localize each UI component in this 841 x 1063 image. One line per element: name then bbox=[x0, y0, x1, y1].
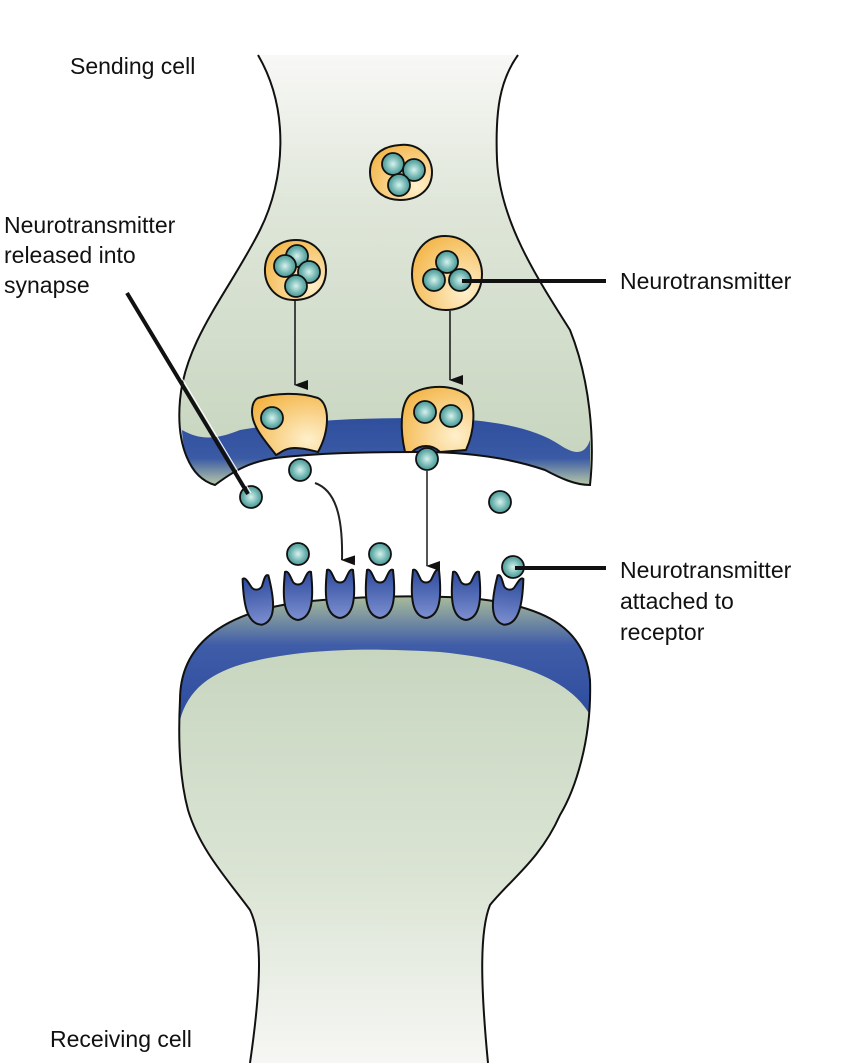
neurotransmitter-molecule bbox=[439, 404, 463, 428]
receptor bbox=[410, 568, 442, 620]
neurotransmitter-molecule bbox=[435, 250, 459, 274]
vesicle-top bbox=[368, 143, 434, 202]
sending-cell-body bbox=[179, 55, 592, 485]
label-neurotransmitter: Neurotransmitter bbox=[620, 268, 792, 294]
diffusion-arrow bbox=[314, 482, 356, 566]
leader-line-released-highlight bbox=[129, 291, 252, 494]
neurotransmitter-molecule bbox=[387, 173, 411, 197]
neurotransmitter-molecule bbox=[381, 152, 405, 176]
label-released-line2: released into bbox=[4, 242, 136, 268]
label-attached-line3: receptor bbox=[620, 619, 705, 645]
neurotransmitter-molecule bbox=[273, 254, 297, 278]
neurotransmitter-molecule bbox=[402, 158, 426, 182]
label-receiving-cell: Receiving cell bbox=[50, 1026, 192, 1052]
label-attached-line1: Neurotransmitter bbox=[620, 557, 792, 583]
receptors bbox=[241, 568, 525, 626]
label-sending-cell: Sending cell bbox=[70, 53, 195, 79]
neurotransmitter-molecule bbox=[288, 458, 312, 482]
postsynaptic-membrane bbox=[180, 596, 590, 720]
receptor bbox=[491, 574, 525, 626]
neurotransmitter-molecule bbox=[488, 490, 512, 514]
receiving-cell bbox=[178, 595, 592, 1063]
neurotransmitter-molecule bbox=[422, 268, 446, 292]
vesicle-right bbox=[410, 234, 484, 312]
receiving-cell-body bbox=[179, 596, 591, 1063]
vesicle-fusing-right bbox=[400, 385, 475, 454]
bound-neurotransmitter bbox=[368, 542, 392, 566]
receptor bbox=[282, 570, 314, 622]
label-released-line3: synapse bbox=[4, 272, 90, 298]
receptor bbox=[324, 568, 356, 620]
sending-cell bbox=[178, 54, 593, 487]
neurotransmitter-molecule bbox=[413, 400, 437, 424]
vesicle-fusing-left bbox=[250, 392, 328, 457]
neurotransmitter-molecule bbox=[260, 406, 284, 430]
neurotransmitter-molecule bbox=[284, 274, 308, 298]
bound-neurotransmitter bbox=[286, 542, 310, 566]
leader-line-released bbox=[125, 291, 250, 496]
receptor bbox=[364, 568, 396, 620]
receptor bbox=[241, 574, 275, 626]
receptor bbox=[450, 570, 482, 622]
label-attached-line2: attached to bbox=[620, 588, 734, 614]
label-released-line1: Neurotransmitter bbox=[4, 212, 176, 238]
neurotransmitter-molecule bbox=[415, 447, 439, 471]
vesicle-left bbox=[263, 238, 328, 302]
